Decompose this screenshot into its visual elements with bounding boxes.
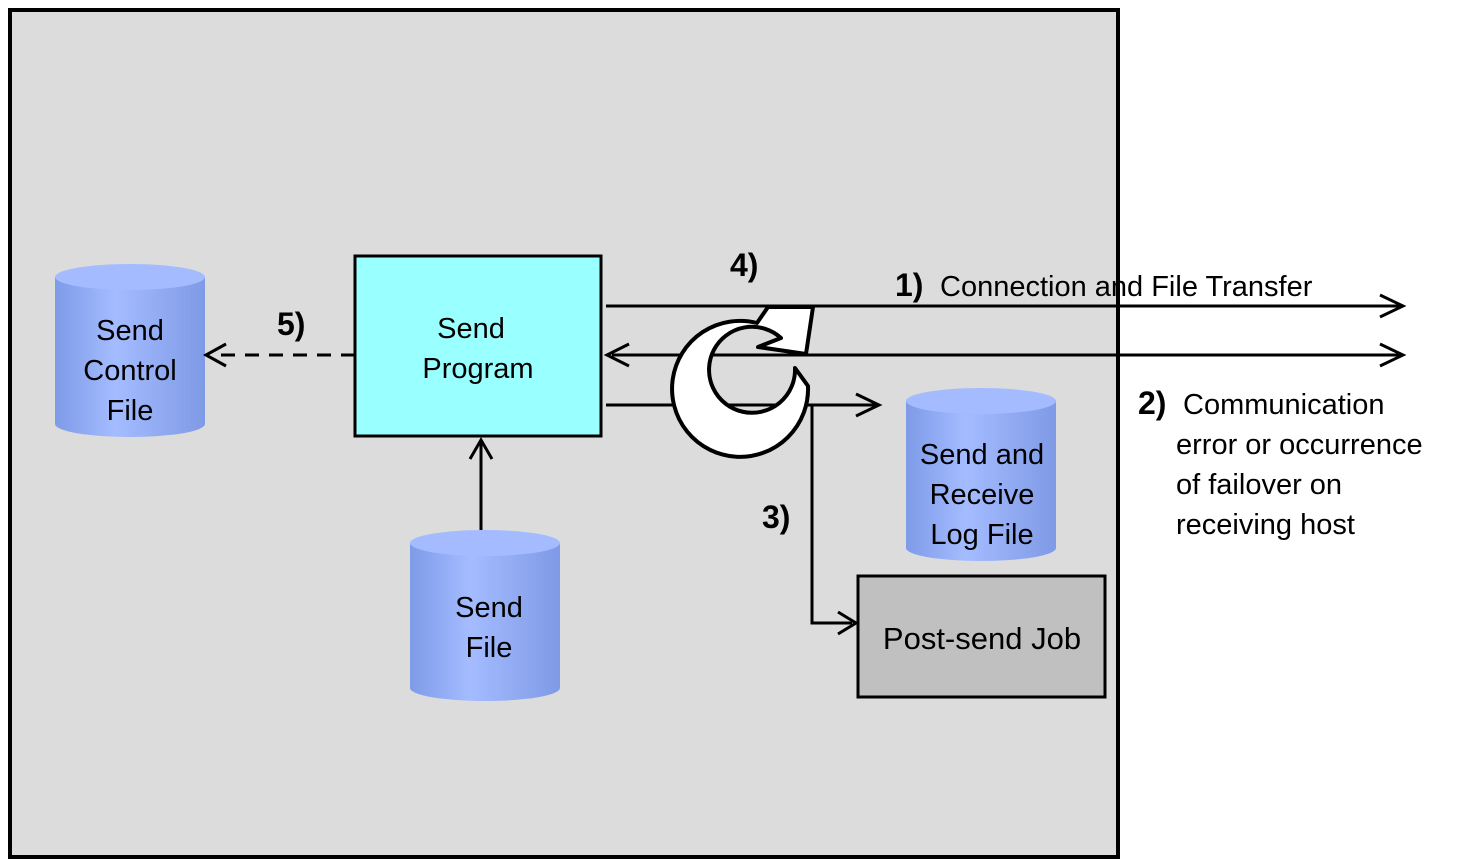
arrow-head-log-file: [855, 392, 883, 418]
step-2-line-2: error or occurrence: [1176, 429, 1423, 461]
step-5-number: 5): [277, 306, 305, 342]
step-2-number: 2): [1138, 385, 1166, 421]
arrow-head-error-left: [603, 342, 630, 368]
send-control-file-cylinder-icon: [55, 264, 205, 437]
log-file-label-1: Send and: [920, 439, 1044, 471]
step-4-number: 4): [730, 247, 758, 283]
send-program-box: [353, 254, 603, 438]
send-control-file-label-2: Control: [83, 355, 177, 387]
send-program-label-1: Send: [437, 313, 505, 345]
post-send-job-box: [856, 574, 1107, 699]
step-3-number: 3): [762, 499, 790, 535]
send-file-label-2: File: [466, 632, 513, 664]
arrow-head-send-file: [468, 437, 494, 460]
arrow-to-post-send-job: [810, 405, 852, 625]
arrow-head-transfer: [1379, 293, 1407, 319]
log-file-label-2: Receive: [930, 479, 1035, 511]
step-2-line-3: of failover on: [1176, 469, 1342, 501]
send-control-file-label-3: File: [107, 395, 154, 427]
log-file-label-3: Log File: [930, 519, 1033, 551]
send-program-label-2: Program: [422, 353, 533, 385]
step-2-line-4: receiving host: [1176, 509, 1355, 541]
step-1-number: 1): [895, 267, 923, 303]
circular-retry-arrow-icon: [670, 305, 815, 459]
arrow-head-error-right: [1379, 342, 1407, 368]
send-control-file-label-1: Send: [96, 315, 164, 347]
arrow-head-control-file: [202, 342, 227, 368]
arrow-head-post-send-job: [837, 610, 859, 636]
log-file-cylinder-icon: [906, 388, 1056, 561]
step-2-line-1: Communication: [1183, 389, 1384, 421]
send-file-label-1: Send: [455, 592, 523, 624]
post-send-job-label: Post-send Job: [883, 621, 1081, 656]
send-file-cylinder-icon: [410, 530, 560, 701]
step-1-text: Connection and File Transfer: [940, 271, 1313, 303]
